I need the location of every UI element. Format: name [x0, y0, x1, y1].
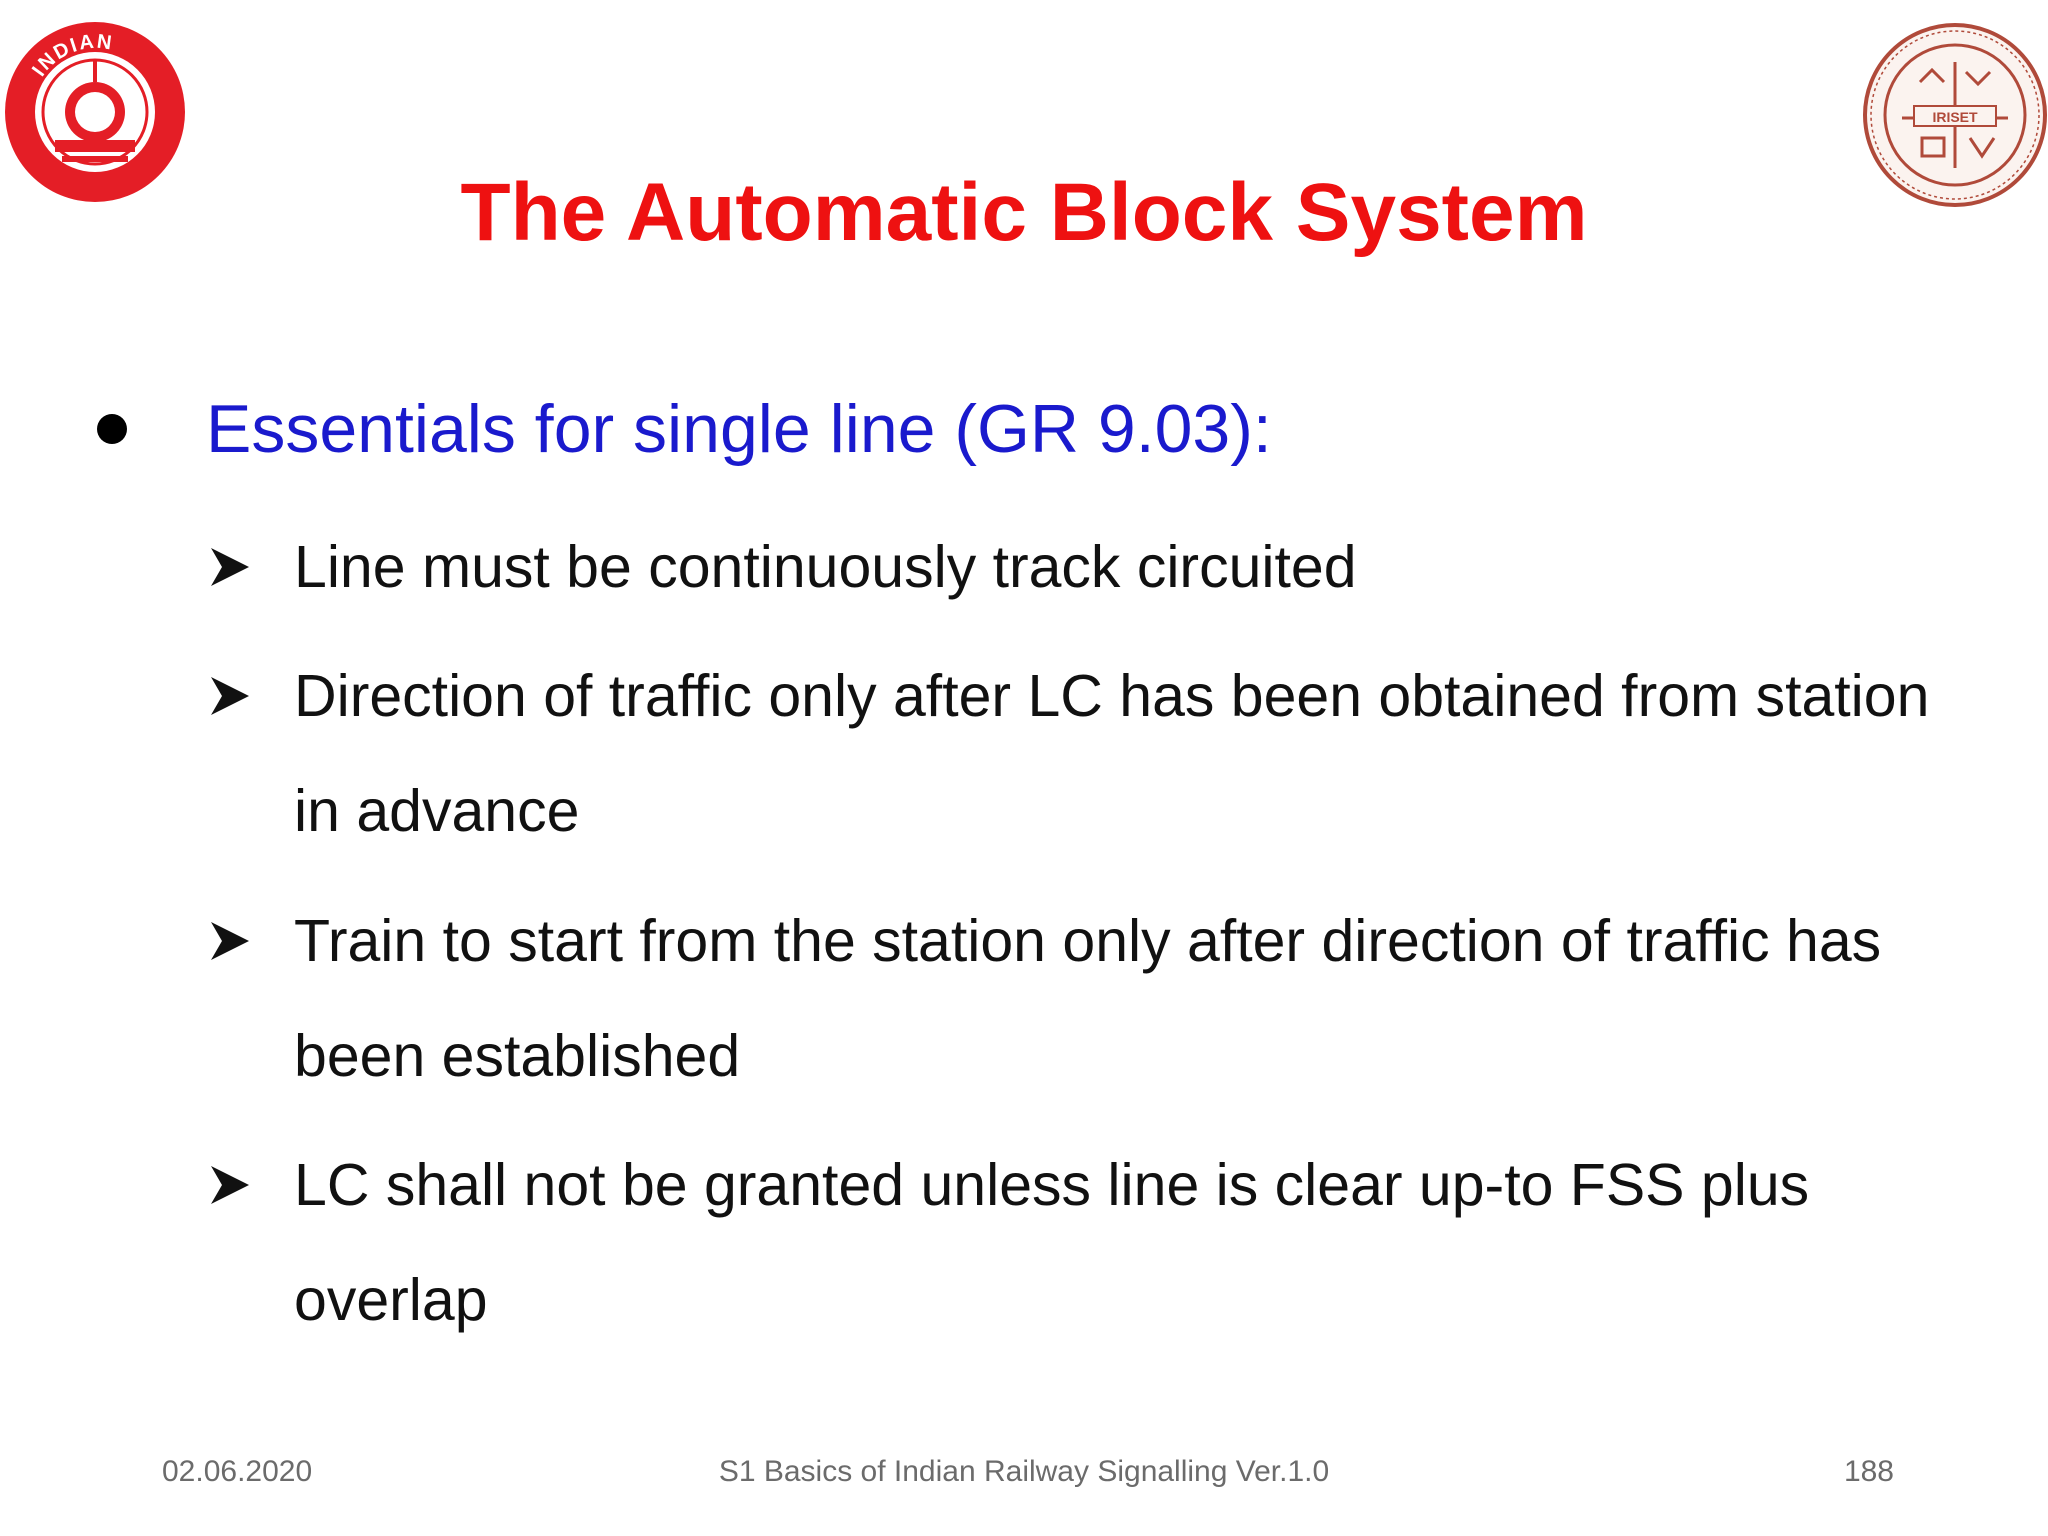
indian-railways-logo: INDIAN [5, 22, 185, 202]
arrow-bullet-icon [211, 922, 249, 960]
list-item: LC shall not be granted unless line is c… [294, 1152, 1810, 1333]
footer-title: S1 Basics of Indian Railway Signalling V… [718, 1455, 1330, 1488]
section-heading: Essentials for single line (GR 9.03): [206, 391, 1272, 467]
svg-text:IRISET: IRISET [1932, 109, 1978, 125]
list-item: Line must be continuously track circuite… [294, 534, 1357, 600]
footer-page-number: 188 [1843, 1455, 1894, 1488]
arrow-bullet-icon [211, 677, 249, 715]
footer-date: 02.06.2020 [162, 1455, 313, 1488]
arrow-bullet-icon [211, 1166, 249, 1204]
slide-title: The Automatic Block System [460, 167, 1588, 258]
iriset-logo: IRISET [1863, 23, 2047, 207]
arrow-bullet-icon [211, 548, 249, 586]
list-item: Train to start from the station only aft… [294, 908, 1882, 1089]
list-item: Direction of traffic only after LC has b… [294, 663, 1930, 844]
bullet-dot-icon [97, 414, 127, 444]
